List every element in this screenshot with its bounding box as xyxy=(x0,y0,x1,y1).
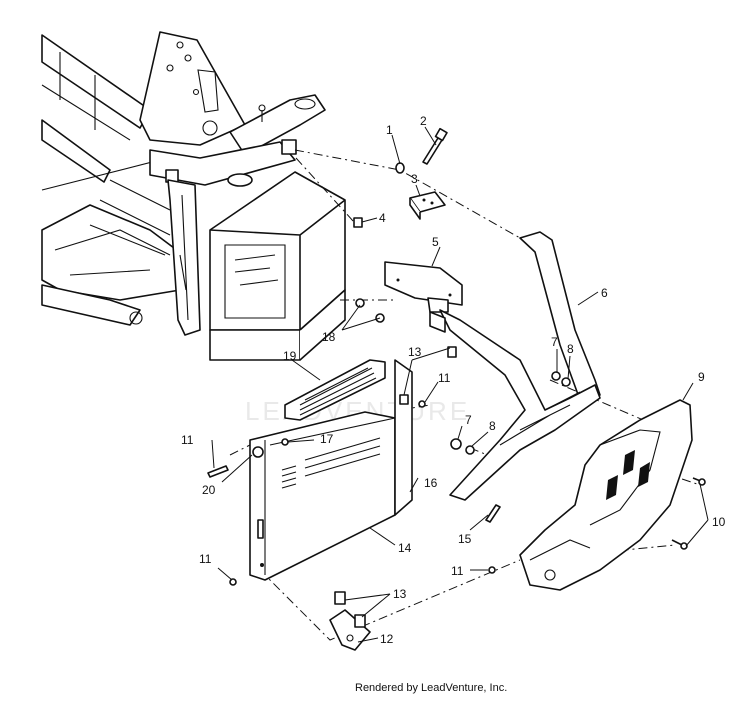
clips-13-lower xyxy=(334,591,366,628)
callout-7b: 7 xyxy=(465,413,472,427)
callout-8b: 8 xyxy=(489,419,496,433)
screw-11-bottom xyxy=(488,566,496,574)
callout-15: 15 xyxy=(458,532,472,546)
washer-8-lower xyxy=(465,445,475,455)
callout-4: 4 xyxy=(379,211,386,225)
callout-1: 1 xyxy=(386,123,393,137)
bolt-2 xyxy=(422,127,448,165)
radiator xyxy=(209,171,346,361)
callout-12: 12 xyxy=(380,632,394,646)
callout-6: 6 xyxy=(601,286,608,300)
front-bumper-6 xyxy=(429,231,601,501)
callout-8a: 8 xyxy=(567,342,574,356)
callout-13b: 13 xyxy=(393,587,407,601)
screw-11-lower xyxy=(229,578,237,586)
callout-11a: 11 xyxy=(438,371,451,385)
screw-17 xyxy=(281,438,289,446)
side-panel-16 xyxy=(394,359,413,516)
bolts-10 xyxy=(671,477,706,550)
callout-3: 3 xyxy=(411,172,418,186)
callout-11d: 11 xyxy=(451,564,464,578)
nut-7-upper xyxy=(551,371,561,381)
callout-17: 17 xyxy=(320,432,334,446)
screw-11-left xyxy=(207,465,229,478)
callout-13a: 13 xyxy=(408,345,422,359)
callout-9: 9 xyxy=(698,370,705,384)
skid-plate-9 xyxy=(519,399,693,591)
callout-19: 19 xyxy=(283,349,297,363)
spacer-20 xyxy=(252,446,264,458)
callout-20: 20 xyxy=(202,483,216,497)
grille-screen-19 xyxy=(284,359,386,421)
bolt-15 xyxy=(485,504,501,523)
nut-7-lower xyxy=(450,438,462,450)
mounting-plate-5 xyxy=(384,261,463,313)
washer-8-upper xyxy=(561,377,571,387)
callout-11c: 11 xyxy=(199,552,212,566)
callout-7a: 7 xyxy=(551,335,558,349)
assembly-line-upper xyxy=(294,149,521,239)
callout-16: 16 xyxy=(424,476,438,490)
vehicle-frame xyxy=(41,31,326,336)
callout-5: 5 xyxy=(432,235,439,249)
nut-clip-4 xyxy=(353,217,363,228)
screw-11-guard xyxy=(418,400,426,408)
rivets-18 xyxy=(355,298,385,323)
callout-2: 2 xyxy=(420,114,427,128)
callout-11b: 11 xyxy=(181,433,194,447)
clamp-block-3 xyxy=(409,191,446,220)
credit-line: Rendered by LeadVenture, Inc. xyxy=(355,682,508,694)
washer-1 xyxy=(395,162,405,174)
clips-13-upper xyxy=(399,346,457,405)
assembly-line-lower xyxy=(259,559,521,641)
callout-14: 14 xyxy=(398,541,412,555)
callout-18: 18 xyxy=(322,330,336,344)
callout-10: 10 xyxy=(712,515,726,529)
assembly-line-bracket xyxy=(295,157,355,223)
